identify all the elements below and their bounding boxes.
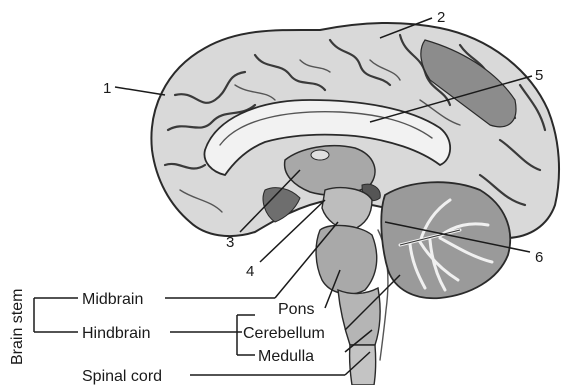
label-pons: Pons: [278, 301, 314, 318]
label-5: 5: [535, 67, 543, 84]
label-cerebellum: Cerebellum: [243, 325, 325, 342]
label-6: 6: [535, 249, 543, 266]
spinal-cord-shape: [350, 345, 376, 385]
label-1: 1: [103, 80, 111, 97]
midbrain-shape: [322, 188, 372, 230]
leader-1: [115, 87, 165, 95]
cerebellum: [381, 182, 510, 298]
label-2: 2: [437, 9, 445, 26]
interthalamic-adhesion: [311, 150, 329, 160]
label-spinal-cord: Spinal cord: [82, 368, 162, 385]
brainstem: [316, 188, 388, 385]
label-3: 3: [226, 234, 234, 251]
label-midbrain: Midbrain: [82, 291, 143, 308]
label-brain-stem: Brain stem: [9, 289, 26, 365]
label-medulla: Medulla: [258, 348, 314, 365]
pons-shape: [316, 225, 377, 294]
label-4: 4: [246, 263, 254, 280]
label-hindbrain: Hindbrain: [82, 325, 150, 342]
